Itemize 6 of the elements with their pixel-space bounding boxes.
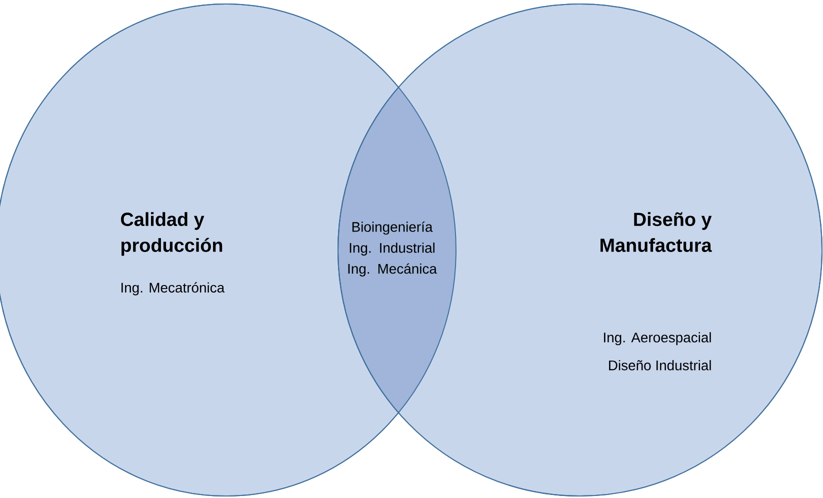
circle bbox=[338, 4, 822, 496]
body-text: Ing. Aeroespacial Diseño Industrial bbox=[604, 332, 711, 370]
heading: Diseño y Manufactura bbox=[600, 212, 712, 252]
body-text: Ing. Mecatrónica bbox=[122, 282, 225, 296]
heading: Calidad y producción bbox=[121, 212, 222, 256]
overlap-text: Bioingeniería Ing. Industrial Ing. Mecánica bbox=[348, 221, 437, 276]
